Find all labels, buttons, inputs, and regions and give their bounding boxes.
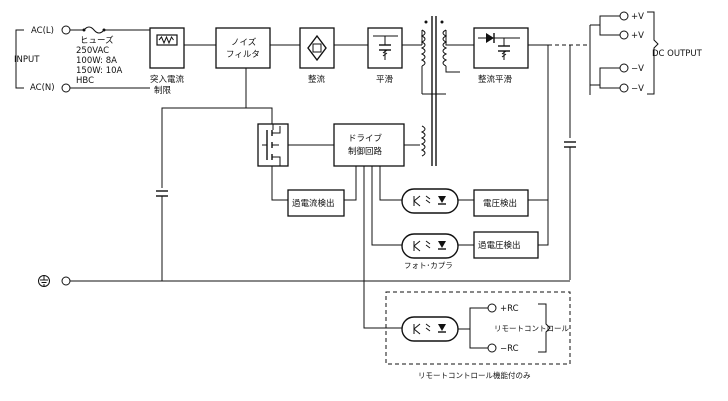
line-drive-opto1	[379, 166, 402, 201]
fuse-rating-1: 250VAC	[76, 46, 109, 56]
minus-v-terminal-2[interactable]	[619, 83, 629, 93]
output-rectifier-block: 整流平滑	[473, 27, 529, 85]
drive-label-2: 制御回路	[348, 146, 383, 157]
rectifier-block: 整流	[299, 27, 335, 85]
plus-v-label-1: +V	[631, 12, 644, 22]
noise-filter-block: ノイズ フィルタ	[215, 27, 271, 69]
drive-label-1: ドライブ	[348, 133, 383, 144]
voltage-detect-block: 電圧検出	[473, 189, 529, 217]
input-section: INPUT AC(L) AC(N) ヒューズ 250VAC 100W: 8A 1…	[14, 25, 150, 93]
noise-label-1: ノイズ	[231, 37, 257, 48]
output-rect-label: 整流平滑	[478, 74, 513, 85]
remote-control-section: +RC −RC リモートコントロール リモートコントロール機能付のみ	[385, 291, 571, 380]
fuse-rating-4: HBC	[76, 76, 94, 86]
plus-v-label-2: +V	[631, 31, 644, 41]
plus-v-terminal-1[interactable]	[619, 11, 629, 21]
fuse-rating-2: 100W: 8A	[76, 56, 117, 66]
rectifier-label: 整流	[308, 74, 326, 85]
ground-icon	[38, 275, 50, 287]
diode-icon	[478, 33, 520, 43]
ac-n-terminal[interactable]	[61, 83, 71, 93]
line-switch-ocd	[271, 166, 288, 201]
noise-label-2: フィルタ	[226, 50, 260, 60]
fuse-title: ヒューズ	[80, 35, 114, 46]
plus-v-terminal-2[interactable]	[619, 30, 629, 40]
line-opto3-plusrc	[458, 307, 488, 330]
remote-bracket	[538, 303, 551, 353]
plus-rc-label: +RC	[500, 304, 519, 314]
remote-control-label: リモートコントロール	[494, 324, 569, 333]
output-capacitor-icon	[498, 38, 510, 60]
inrush-label-1: 突入電流	[150, 74, 185, 85]
remote-note-label: リモートコントロール機能付のみ	[418, 370, 531, 380]
ground-terminal[interactable]	[61, 276, 71, 286]
optocoupler-icon	[413, 240, 446, 252]
overvoltage-block: 過電圧検出	[473, 231, 539, 259]
plus-rc-terminal[interactable]	[487, 303, 497, 313]
ycap-left-feed	[161, 107, 246, 188]
minus-v-label-2: −V	[631, 84, 644, 94]
overvoltage-label: 過電圧検出	[478, 240, 521, 251]
line-ocd-drive	[344, 166, 357, 201]
optocoupler-icon	[413, 323, 446, 335]
optocoupler-1	[401, 188, 459, 214]
photocoupler-label: フォト･カプラ	[404, 261, 453, 270]
smoothing-block: 平滑	[367, 27, 403, 85]
inrush-label-2: 制限	[154, 85, 172, 96]
optocoupler-icon	[413, 195, 446, 207]
minus-rc-terminal[interactable]	[487, 343, 497, 353]
switch-block	[257, 123, 289, 167]
minus-v-terminal-1[interactable]	[619, 63, 629, 73]
dc-output-bracket	[647, 11, 659, 95]
fuse-rating-3: 150W: 10A	[76, 66, 123, 76]
ac-l-label: AC(L)	[31, 26, 54, 36]
ac-l-terminal[interactable]	[61, 25, 71, 35]
drive-control-block: ドライブ 制御回路	[333, 123, 405, 167]
thermistor-icon	[158, 35, 174, 45]
input-label: INPUT	[14, 55, 40, 65]
ac-n-label: AC(N)	[30, 83, 55, 93]
overcurrent-block: 過電流検出	[287, 189, 345, 217]
transformer-icon	[420, 16, 474, 166]
input-bracket	[15, 29, 24, 89]
bridge-rectifier-icon	[307, 34, 327, 62]
line-drive-opto3	[363, 166, 402, 329]
line-drive-opto2	[371, 166, 402, 246]
capacitor-icon	[373, 35, 398, 60]
minus-v-label-1: −V	[631, 64, 644, 74]
line-opto3-minusrc	[469, 329, 488, 349]
smoothing-label: 平滑	[376, 74, 394, 85]
voltage-detect-label: 電圧検出	[483, 198, 517, 209]
y-capacitor-left	[156, 190, 168, 197]
optocoupler-2: フォト･カプラ	[401, 233, 459, 270]
remote-dashed-box	[385, 291, 571, 365]
optocoupler-3	[401, 316, 459, 342]
mosfet-switch-icon	[262, 124, 281, 166]
line-ovd-bus	[538, 200, 549, 246]
overcurrent-label: 過電流検出	[292, 198, 335, 209]
dc-output-section: +V +V −V −V DC OUTPUT	[589, 11, 703, 95]
y-capacitor-right	[564, 141, 576, 148]
line-noise-switch	[245, 68, 273, 124]
dc-output-label: DC OUTPUT	[652, 49, 703, 59]
fuse-icon	[70, 26, 150, 34]
minus-rc-label: −RC	[500, 344, 519, 354]
inrush-block: 突入電流 制限	[149, 27, 185, 96]
